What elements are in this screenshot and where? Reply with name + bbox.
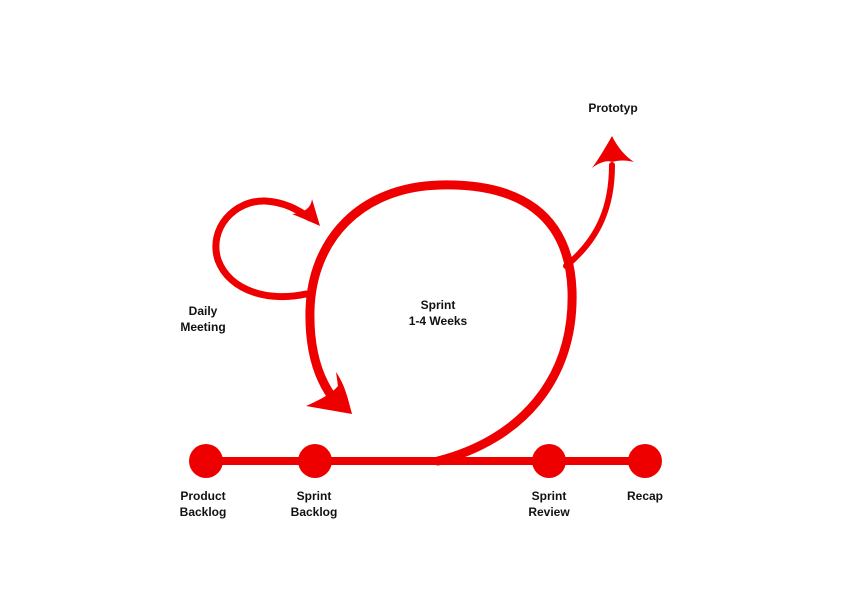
step-label-product-backlog: Product Backlog bbox=[179, 489, 227, 519]
daily-meeting-label: Daily Meeting bbox=[180, 304, 226, 334]
step-label-recap: Recap bbox=[626, 489, 664, 503]
prototype-label: Prototyp bbox=[588, 101, 638, 115]
step-label-sprint-review: Sprint Review bbox=[528, 489, 570, 519]
prototype-curve bbox=[563, 162, 615, 269]
daily-arrow-head bbox=[292, 199, 320, 226]
sprint-loop bbox=[305, 180, 577, 466]
node-recap bbox=[628, 444, 662, 478]
sprint-arrow-head bbox=[306, 372, 352, 414]
step-label-sprint-backlog: Sprint Backlog bbox=[290, 489, 338, 519]
prototype-arrow-head bbox=[592, 136, 634, 168]
daily-loop bbox=[212, 197, 314, 301]
sprint-label: Sprint 1-4 Weeks bbox=[408, 298, 468, 328]
node-product-backlog bbox=[189, 444, 223, 478]
node-sprint-review bbox=[532, 444, 566, 478]
node-sprint-backlog bbox=[298, 444, 332, 478]
